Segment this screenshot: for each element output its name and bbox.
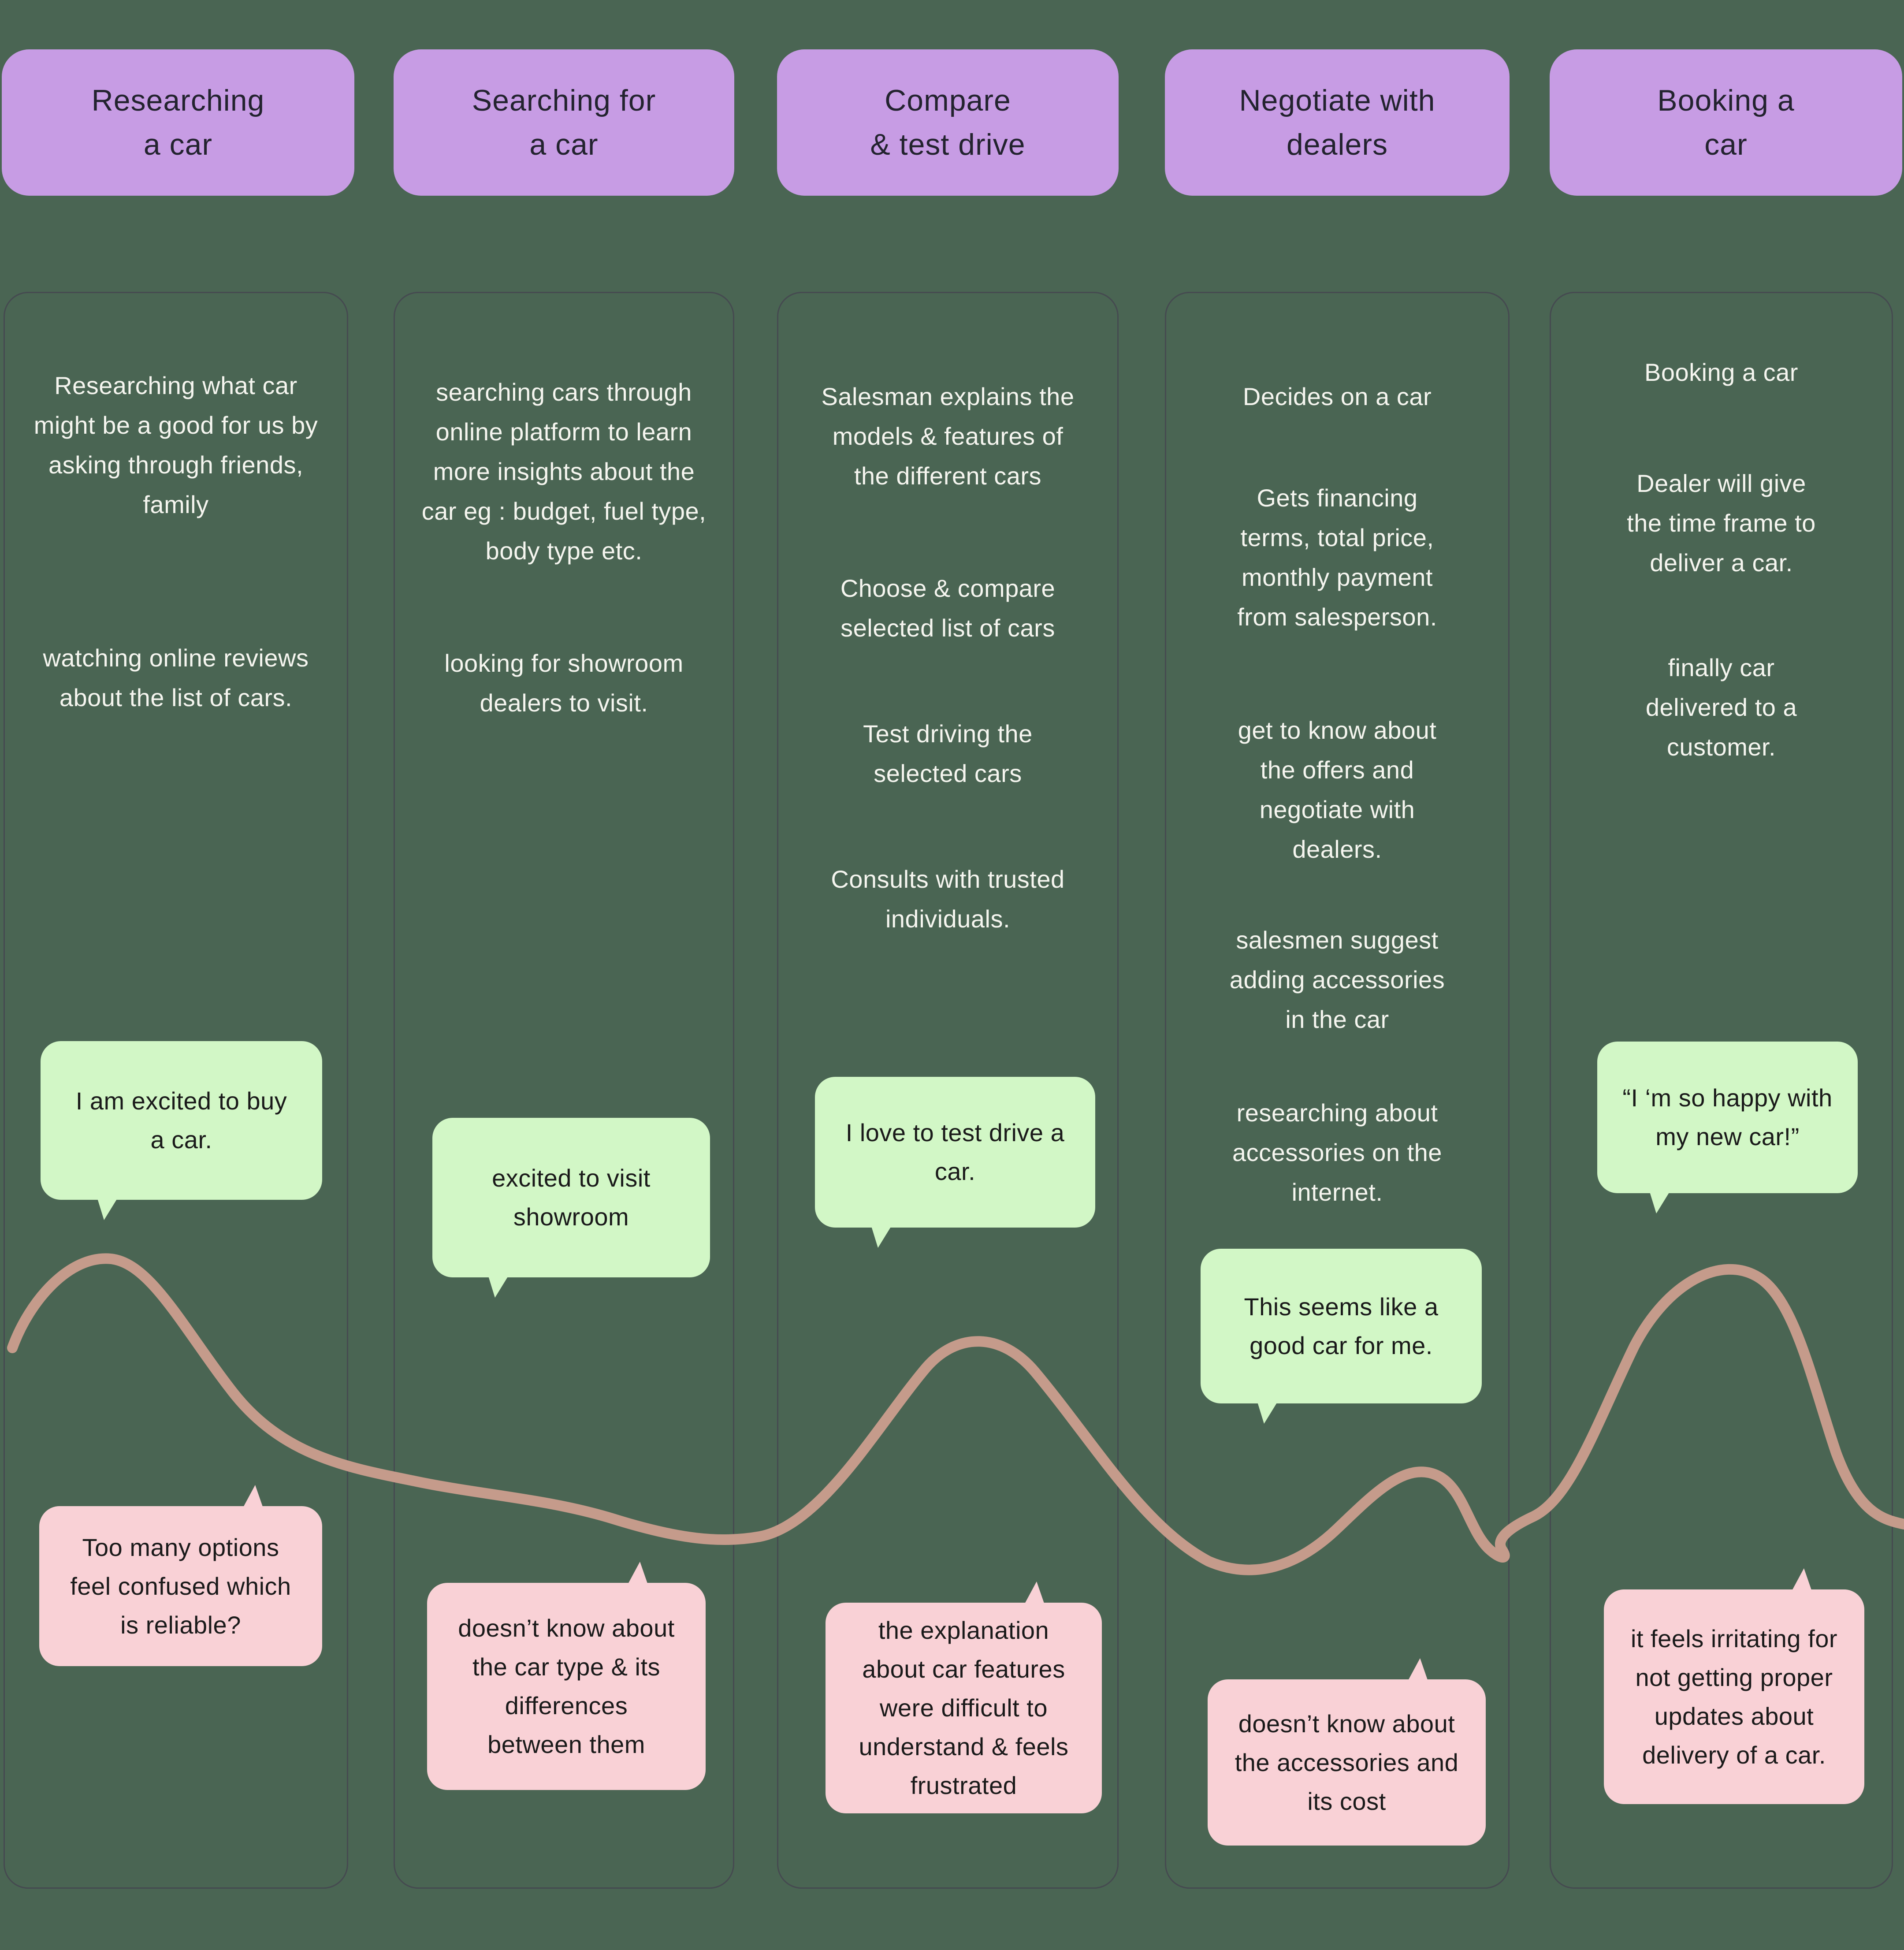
positive-speech-bubble: excited to visit showroom: [432, 1118, 710, 1298]
activity-text: Researching what car might be a good for…: [33, 372, 318, 518]
activity-text: Booking a car: [1644, 358, 1798, 386]
speech-tail-icon: [488, 1275, 509, 1298]
stage-header: Researching a car: [2, 49, 354, 196]
positive-note-text: excited to visit showroom: [492, 1164, 651, 1231]
activity-text: Salesman explains the models & features …: [821, 383, 1075, 490]
negative-speech-bubble: the explanation about car features were …: [826, 1582, 1102, 1813]
positive-speech-bubble: This seems like a good car for me.: [1201, 1249, 1482, 1424]
stage-panel: [777, 292, 1119, 1889]
activity-text: searching cars through online platform t…: [421, 378, 707, 565]
activity-text: researching about accessories on the int…: [1232, 1099, 1442, 1206]
stage-panel: [394, 292, 734, 1889]
stage-panel: [1550, 292, 1893, 1889]
negative-note-text: it feels irritating for not getting prop…: [1631, 1624, 1837, 1769]
stage-panel: [4, 292, 348, 1889]
positive-note-text: I am excited to buy a car.: [75, 1087, 287, 1154]
activity-text: get to know about the offers and negotia…: [1238, 716, 1437, 863]
activity-text: finally car delivered to a customer.: [1645, 654, 1797, 761]
speech-tail-icon: [1024, 1582, 1045, 1604]
stage-header: Searching for a car: [394, 49, 734, 196]
activity-text: salesmen suggest adding accessories in t…: [1229, 926, 1445, 1033]
stage-header: Compare & test drive: [777, 49, 1119, 196]
positive-note-text: This seems like a good car for me.: [1244, 1292, 1439, 1359]
activity-text: Test driving the selected cars: [863, 720, 1033, 787]
negative-note-text: doesn’t know about the car type & its di…: [458, 1614, 675, 1758]
negative-note-text: Too many options feel confused which is …: [70, 1533, 291, 1639]
activity-text: Gets financing terms, total price, month…: [1237, 484, 1437, 631]
positive-note-text: “I ‘m so happy with my new car!”: [1622, 1084, 1833, 1150]
stage-header: Booking a car: [1550, 49, 1902, 196]
positive-speech-bubble: I love to test drive a car.: [815, 1077, 1095, 1248]
positive-speech-bubble: I am excited to buy a car.: [41, 1041, 322, 1220]
speech-tail-icon: [1791, 1568, 1812, 1591]
speech-tail-icon: [628, 1562, 648, 1585]
positive-note-text: I love to test drive a car.: [845, 1119, 1065, 1185]
speech-tail-icon: [1257, 1401, 1278, 1424]
negative-speech-bubble: doesn’t know about the car type & its di…: [427, 1562, 706, 1790]
activity-text: Consults with trusted individuals.: [831, 865, 1065, 933]
negative-note-text: doesn’t know about the accessories and i…: [1235, 1709, 1459, 1815]
speech-tail-icon: [871, 1225, 892, 1248]
activity-text: Choose & compare selected list of cars: [840, 574, 1056, 642]
negative-note-text: the explanation about car features were …: [859, 1616, 1069, 1799]
activity-text: watching online reviews about the list o…: [43, 644, 309, 711]
stage-panel: [1165, 292, 1510, 1889]
speech-tail-icon: [243, 1485, 264, 1508]
activity-text: looking for showroom dealers to visit.: [444, 649, 684, 717]
negative-speech-bubble: Too many options feel confused which is …: [39, 1485, 322, 1666]
speech-tail-icon: [1408, 1658, 1428, 1681]
speech-tail-icon: [1649, 1191, 1671, 1213]
negative-speech-bubble: doesn’t know about the accessories and i…: [1208, 1658, 1486, 1846]
positive-speech-bubble: “I ‘m so happy with my new car!”: [1597, 1042, 1858, 1213]
speech-tail-icon: [97, 1197, 118, 1220]
negative-speech-bubble: it feels irritating for not getting prop…: [1604, 1568, 1864, 1804]
stage-header: Negotiate with dealers: [1165, 49, 1510, 196]
activity-text: Decides on a car: [1242, 383, 1432, 410]
activity-text: Dealer will give the time frame to deliv…: [1627, 469, 1816, 577]
